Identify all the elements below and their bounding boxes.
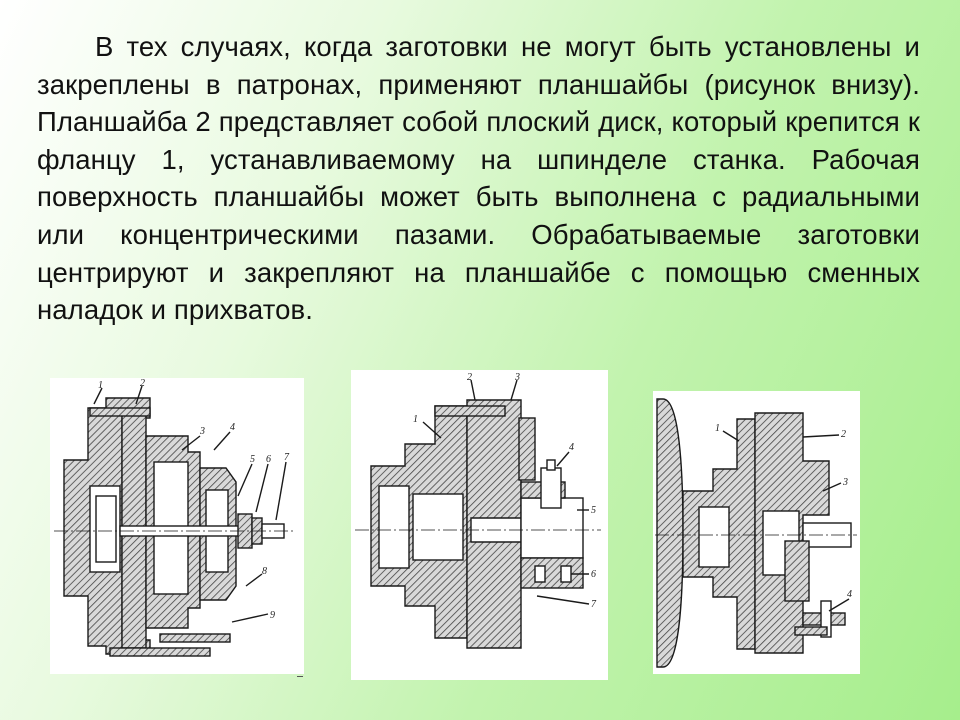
fig3-callout-1: 1 — [715, 423, 720, 434]
fig1-callout-1: 1 — [98, 380, 103, 391]
body-text-block: В тех случаях, когда заготовки не могут … — [37, 28, 920, 329]
fig1-callout-3: 3 — [199, 426, 205, 437]
faceplate-drawing-1-svg: 1 2 3 4 5 6 7 8 9 — [54, 378, 296, 657]
faceplate-drawing-3: 1 2 3 4 — [653, 391, 860, 674]
fig3-callout-2: 2 — [841, 429, 846, 440]
body-paragraph: В тех случаях, когда заготовки не могут … — [37, 31, 920, 326]
fig3-callout-3: 3 — [842, 477, 848, 488]
fig1-callout-9: 9 — [270, 610, 275, 621]
fig2-callout-6: 6 — [591, 569, 596, 580]
small-dash-mark — [297, 676, 303, 677]
fig1-callout-5: 5 — [250, 454, 255, 465]
fig3-callout-4: 4 — [847, 589, 852, 600]
fig1-callout-2: 2 — [140, 378, 145, 389]
fig1-callout-7: 7 — [284, 452, 290, 463]
fig2-callout-4: 4 — [569, 442, 574, 453]
fig1-callout-6: 6 — [266, 454, 271, 465]
faceplate-drawing-1: 1 2 3 4 5 6 7 8 9 — [50, 378, 304, 674]
fig2-callout-1: 1 — [413, 414, 418, 425]
fig1-callout-4: 4 — [230, 422, 235, 433]
faceplate-drawing-2: 1 2 3 4 5 6 7 — [351, 370, 608, 680]
fig1-callout-8: 8 — [262, 566, 267, 577]
faceplate-drawing-3-svg: 1 2 3 4 — [655, 398, 857, 668]
fig2-callout-3: 3 — [514, 372, 520, 383]
fig2-callout-7: 7 — [591, 599, 597, 610]
fig2-callout-2: 2 — [467, 372, 472, 383]
faceplate-drawing-2-svg: 1 2 3 4 5 6 7 — [355, 372, 601, 649]
fig2-callout-5: 5 — [591, 505, 596, 516]
